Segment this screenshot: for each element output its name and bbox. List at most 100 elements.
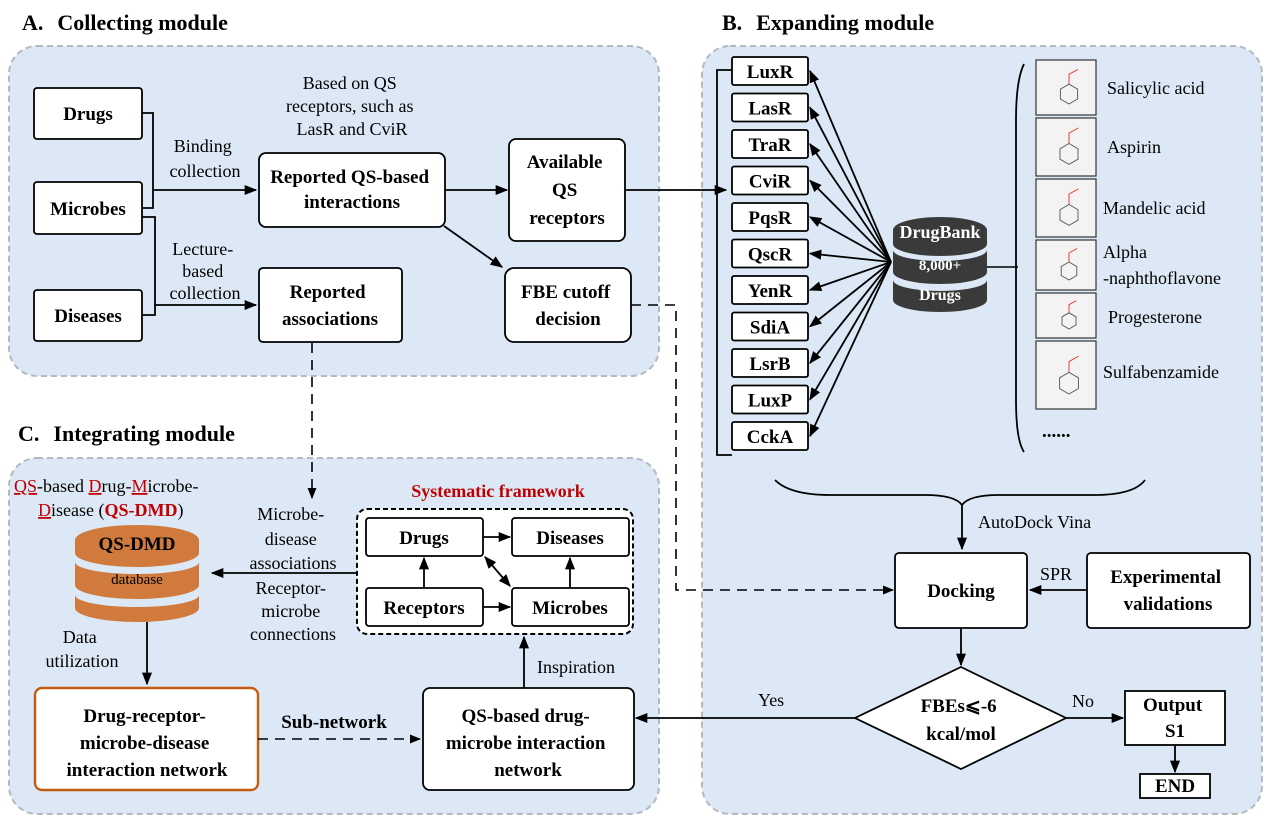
drug-label-sulfabenzamide: Sulfabenzamide — [1103, 362, 1219, 382]
svg-text:QscR: QscR — [748, 245, 793, 266]
drugbank-to-receptor-arrow — [809, 261, 892, 364]
yes-label: Yes — [758, 690, 784, 710]
framework-node-microbes: Microbes — [511, 587, 630, 627]
svg-text:Reported associations: Reported associations — [282, 282, 378, 330]
receptor-list-bracket — [716, 69, 732, 456]
qs-receptors-note: Based on QS receptors, such as LasR and … — [286, 73, 418, 139]
dashed-fbe-to-docking — [631, 304, 895, 595]
drug-label-salicylic: Salicylic acid — [1107, 78, 1204, 98]
receptor-arrows — [808, 69, 892, 438]
receptor-list: LuxR LasR TraR CviR PqsR QscR YenR SdiA LsrB LuxP… — [731, 56, 809, 451]
receptor-node-trar: TraR — [731, 129, 809, 159]
receptor-node-cvir: CviR — [731, 165, 809, 196]
drugbank-to-receptor-arrow — [808, 249, 892, 263]
molecule-structure-sulfabenzamide — [1035, 340, 1097, 410]
drug-label-naphthoflavone: Alpha -naphthoflavone — [1103, 242, 1221, 288]
section-c-title: C.Integrating module — [18, 421, 235, 446]
receptor-node-lsrb: LsrB — [731, 348, 809, 378]
svg-text:Diseases: Diseases — [536, 528, 604, 549]
drug-label-aspirin: Aspirin — [1107, 137, 1161, 157]
qsdmd-database-icon: QS-DMD database — [75, 525, 199, 622]
source-diseases: Diseases — [33, 289, 143, 342]
qs-network-node: QS-based drug- microbe interaction netwo… — [422, 687, 635, 791]
drug-label-progesterone: Progesterone — [1108, 307, 1202, 327]
svg-text:PqsR: PqsR — [748, 208, 792, 229]
microbe-disease-associations-label: Microbe- disease associations — [250, 504, 337, 573]
drugbank-to-receptor-arrow — [809, 179, 892, 263]
svg-text:Drugs: Drugs — [399, 528, 449, 549]
receptor-microbe-connections-label: Receptor- microbe connections — [250, 578, 336, 644]
svg-text:END: END — [1155, 776, 1195, 797]
svg-text:Receptors: Receptors — [383, 598, 464, 619]
svg-text:CckA: CckA — [747, 427, 794, 448]
drug-list-ellipsis: ...... — [1042, 421, 1071, 442]
svg-text:CviR: CviR — [749, 172, 792, 193]
lecture-label: Lecture- based collection — [170, 239, 241, 303]
available-receptors-node: Available QS receptors — [508, 138, 626, 242]
drugbank-to-receptor-arrow — [809, 261, 892, 438]
binding-label: Binding collection — [170, 136, 241, 181]
svg-text:FBE cutoff decision: FBE cutoff decision — [521, 282, 615, 330]
svg-text:Drugs: Drugs — [63, 104, 113, 125]
drugbank-to-receptor-arrow — [809, 106, 892, 263]
svg-text:Output S1: Output S1 — [1143, 695, 1207, 742]
receptor-node-sdia: SdiA — [731, 311, 809, 342]
svg-text:Diseases: Diseases — [54, 306, 122, 327]
drug-label-mandelic: Mandelic acid — [1103, 198, 1205, 218]
receptor-node-luxp: LuxP — [731, 384, 809, 415]
fbe-decision-diamond: FBEs⩽-6 kcal/mol — [852, 666, 1069, 770]
svg-text:Microbes: Microbes — [532, 598, 608, 619]
molecule-structure-salicylic-acid — [1035, 59, 1097, 116]
molecule-structure-mandelic-acid — [1035, 178, 1097, 238]
receptor-node-luxr: LuxR — [731, 56, 809, 86]
experimental-validations-node: Experimental validations — [1086, 552, 1251, 629]
receptor-node-yenr: YenR — [731, 275, 809, 305]
framework-node-receptors: Receptors — [365, 587, 484, 627]
drugbank-to-receptor-arrow — [809, 261, 892, 328]
svg-text:LasR: LasR — [748, 99, 792, 120]
no-label: No — [1072, 691, 1094, 711]
inspiration-label: Inspiration — [537, 657, 615, 677]
svg-text:Drugs: Drugs — [919, 287, 961, 304]
docking-node: Docking — [894, 552, 1028, 629]
autodock-label: AutoDock Vina — [978, 512, 1091, 532]
svg-text:database: database — [111, 572, 163, 588]
drugbank-to-receptor-arrow — [808, 261, 892, 292]
section-b-title: B.Expanding module — [722, 10, 934, 35]
svg-text:QS-based drug- microbe i: QS-based drug- microbe interaction netwo… — [446, 706, 610, 781]
receptor-node-lasr: LasR — [731, 92, 809, 123]
drug-examples — [1035, 59, 1097, 410]
output-s1-node: Output S1 — [1124, 690, 1226, 746]
svg-text:SdiA: SdiA — [750, 318, 790, 339]
svg-text:LuxP: LuxP — [748, 391, 793, 412]
svg-text:LuxR: LuxR — [747, 62, 794, 83]
svg-text:Reported QS-based intera: Reported QS-based interactions — [270, 167, 434, 213]
qsdmd-caption: QS-based Drug-Microbe- — [14, 476, 198, 496]
receptor-node-qscr: QscR — [731, 238, 809, 269]
drugbank-to-receptor-arrow — [808, 216, 892, 263]
svg-text:Experimental validations: Experimental validations — [1110, 567, 1226, 615]
svg-text:Available QS recep: Available QS receptors — [527, 152, 607, 229]
arrow-drugs-microbes-bidirectional — [484, 556, 511, 587]
receptor-node-pqsr: PqsR — [731, 202, 809, 232]
molecule-structure-aspirin — [1035, 117, 1097, 177]
molecule-structure-progesterone — [1035, 292, 1097, 339]
end-node: END — [1139, 773, 1211, 799]
source-microbes: Microbes — [33, 181, 143, 235]
receptor-node-ccka: CckA — [731, 421, 809, 451]
data-utilization-label: Data utilization — [46, 627, 119, 671]
connector-microbes-diseases — [142, 216, 156, 316]
drug-list-brace — [1015, 63, 1025, 453]
connector-drugs-microbes — [142, 112, 154, 209]
spr-label: SPR — [1040, 564, 1072, 584]
drugbank-to-receptor-arrow — [809, 261, 892, 401]
svg-text:QS-DMD: QS-DMD — [98, 534, 175, 555]
svg-text:8,000+: 8,000+ — [919, 258, 961, 274]
subnetwork-label: Sub-network — [281, 712, 387, 733]
drugbank-to-receptor-arrow — [809, 69, 892, 263]
molecule-structure-alpha-naphthoflavone — [1035, 239, 1097, 291]
qsdmd-caption-line2: Disease (QS-DMD) — [38, 500, 183, 521]
drugbank-database-icon: DrugBank 8,000+ Drugs — [893, 217, 987, 312]
svg-text:DrugBank: DrugBank — [899, 222, 980, 242]
